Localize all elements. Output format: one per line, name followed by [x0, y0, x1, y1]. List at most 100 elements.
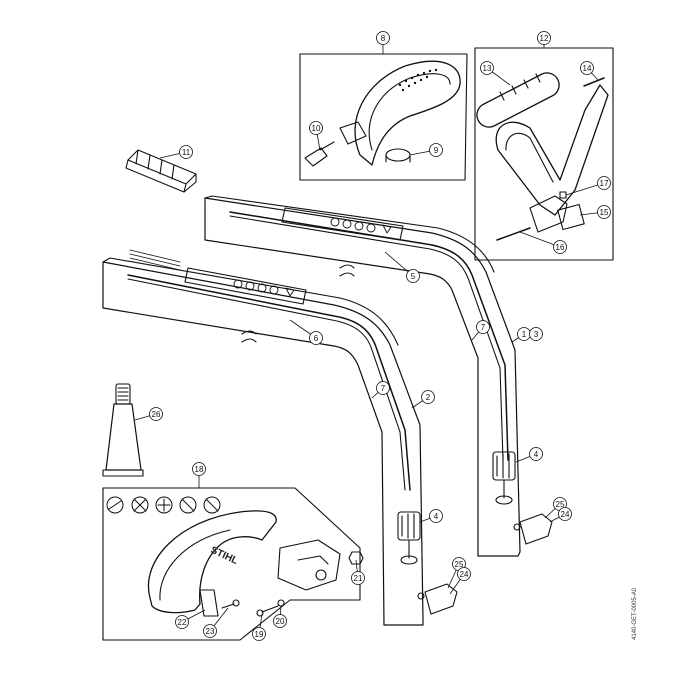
callout-c7b: 7 — [376, 381, 390, 395]
loop-handle-grip-dots — [398, 68, 438, 92]
deflector-box — [102, 487, 361, 641]
upper-clamp — [519, 513, 553, 545]
drawing-code: 4140-GET-0005-A0 — [632, 587, 638, 640]
callout-c23: 23 — [203, 624, 217, 638]
upper-decal — [281, 207, 404, 241]
deflector-blade — [199, 589, 219, 617]
rubber-grip-part — [125, 149, 197, 193]
deflector-group — [102, 487, 364, 641]
callout-c6: 6 — [309, 331, 323, 345]
callout-circle — [351, 571, 365, 585]
callout-label: 25 — [556, 500, 565, 509]
callout-label: 10 — [312, 124, 321, 133]
callout-circle — [429, 143, 443, 157]
callout-label: 15 — [600, 208, 609, 217]
callout-label: 14 — [583, 64, 592, 73]
callout-c16: 16 — [553, 240, 567, 254]
callout-c3: 3 — [529, 327, 543, 341]
callout-label: 18 — [195, 465, 204, 474]
callout-label: 12 — [540, 34, 549, 43]
bike-handle-box — [474, 47, 614, 261]
callout-circle — [553, 240, 567, 254]
callout-label: 16 — [556, 243, 565, 252]
callout-circle — [179, 145, 193, 159]
callout-circle — [480, 61, 494, 75]
callout-circle — [252, 627, 266, 641]
callout-c13: 13 — [480, 61, 494, 75]
callout-circle — [429, 509, 443, 523]
callout-c20: 20 — [273, 614, 287, 628]
upper-drive-tube — [204, 195, 553, 557]
callout-c8: 8 — [376, 31, 390, 45]
callout-c9: 9 — [429, 143, 443, 157]
callout-c14: 14 — [580, 61, 594, 75]
upper-tube-rod — [229, 211, 509, 461]
callout-circle — [529, 447, 543, 461]
callout-circle — [421, 390, 435, 404]
loop-handle-box — [299, 53, 468, 181]
callout-circle — [309, 331, 323, 345]
callout-c4a: 4 — [529, 447, 543, 461]
callout-label: 24 — [460, 570, 469, 579]
callout-label: 24 — [561, 510, 570, 519]
callout-circle — [476, 320, 490, 334]
deflector-part — [147, 510, 277, 614]
callout-c15: 15 — [597, 205, 611, 219]
handle-nut-part — [557, 203, 585, 231]
grease-tube-part — [102, 383, 144, 477]
loop-handle-part — [354, 60, 461, 166]
callout-label: 4 — [534, 450, 539, 459]
callout-label: 2 — [426, 393, 431, 402]
callout-circle — [149, 407, 163, 421]
callout-label: 7 — [381, 384, 386, 393]
lower-tube-split — [241, 338, 257, 343]
callout-c5: 5 — [406, 269, 420, 283]
hose-clamp-part — [385, 148, 411, 162]
callout-circle — [406, 269, 420, 283]
handle-frame-part — [495, 84, 609, 216]
callout-c17: 17 — [597, 176, 611, 190]
callout-label: 11 — [182, 148, 191, 157]
callout-c21: 21 — [351, 571, 365, 585]
handle-screw-part — [496, 227, 531, 241]
callout-circle — [529, 327, 543, 341]
callout-label: 7 — [481, 323, 486, 332]
callout-label: 3 — [534, 330, 539, 339]
handle-square-nut — [559, 191, 567, 199]
callout-circle — [203, 624, 217, 638]
collar-screw — [261, 605, 279, 613]
callout-c1: 1 — [517, 327, 531, 341]
callout-label: 17 — [600, 179, 609, 188]
callout-label: 20 — [276, 617, 285, 626]
lower-tube-outline — [102, 261, 424, 626]
leader-line-c16 — [519, 231, 561, 248]
callout-label: 8 — [381, 34, 386, 43]
callout-circle — [597, 176, 611, 190]
callout-c4b: 4 — [429, 509, 443, 523]
pictogram-row — [106, 496, 221, 514]
handle-top-screw — [583, 77, 605, 87]
upper-tube-split — [339, 272, 355, 277]
callout-label: 6 — [314, 334, 319, 343]
loop-handle-clamp — [339, 121, 367, 145]
handle-clamp-part — [529, 195, 568, 233]
callout-label: 21 — [354, 574, 363, 583]
callout-circle — [457, 567, 471, 581]
callout-circle — [175, 615, 189, 629]
callout-c24b: 24 — [457, 567, 471, 581]
bike-handle-group — [474, 47, 614, 261]
deflector-mount — [277, 539, 341, 591]
callout-circle — [309, 121, 323, 135]
callout-c24a: 24 — [558, 507, 572, 521]
deflector-nut — [348, 551, 364, 565]
callout-c26: 26 — [149, 407, 163, 421]
callout-label: 23 — [206, 627, 215, 636]
callout-circle — [537, 31, 551, 45]
callout-label: 13 — [483, 64, 492, 73]
callout-label: 22 — [178, 618, 187, 627]
upper-bushing — [492, 451, 516, 481]
handle-grip-part — [476, 72, 560, 128]
lower-clamp — [424, 583, 458, 615]
